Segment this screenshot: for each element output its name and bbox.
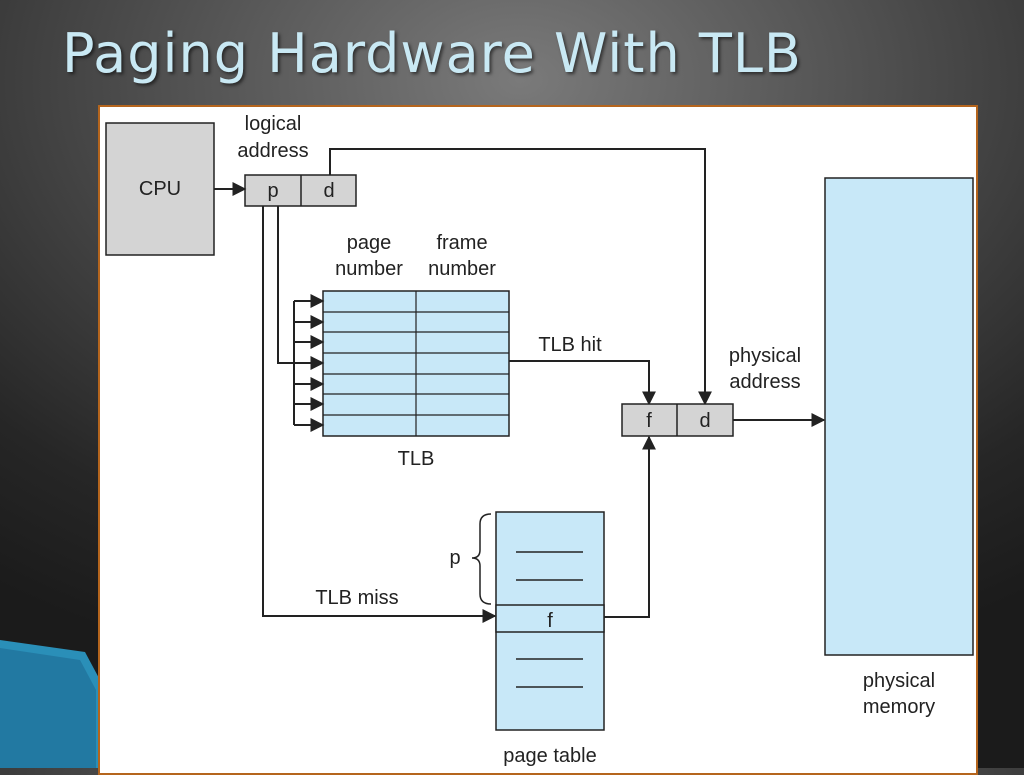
page-table-label: page table xyxy=(503,745,596,767)
page-table-p: p xyxy=(449,547,460,569)
tlb-hit-arrow xyxy=(509,360,656,406)
physical-address-label-line1: physical xyxy=(729,345,801,367)
page-table xyxy=(495,511,605,731)
page-brace xyxy=(471,513,492,605)
logical-address-label-line2: address xyxy=(237,140,308,162)
tlb-hit-label: TLB hit xyxy=(538,334,602,356)
diagram-frame: CPU logical address p d page number fram… xyxy=(98,105,978,775)
cpu-box xyxy=(105,122,215,256)
paging-diagram: CPU logical address p d page number fram… xyxy=(105,113,974,767)
frame-number-label-line1: frame xyxy=(436,232,487,254)
tlb-table xyxy=(322,290,510,437)
tlb-miss-arrow xyxy=(262,206,497,623)
physical-address-label-line2: address xyxy=(729,371,800,393)
frame-number-label-line2: number xyxy=(428,258,496,280)
logical-address-label-line1: logical xyxy=(245,113,302,135)
page-number-label-line2: number xyxy=(335,258,403,280)
page-table-f: f xyxy=(547,610,553,632)
physical-f: f xyxy=(646,410,652,432)
physical-memory-label-line1: physical xyxy=(863,670,935,692)
logical-d: d xyxy=(323,180,334,202)
offset-line xyxy=(329,148,712,406)
logical-p: p xyxy=(267,180,278,202)
physical-memory-box xyxy=(824,177,974,656)
page-number-label-line1: page xyxy=(347,232,392,254)
tlb-label: TLB xyxy=(398,448,435,470)
cpu-label: CPU xyxy=(139,178,181,200)
slide-title: Paging Hardware With TLB xyxy=(62,22,802,85)
tlb-lookup-arrows xyxy=(277,206,325,432)
page-table-to-physical-arrow xyxy=(604,435,656,618)
physical-d: d xyxy=(699,410,710,432)
tlb-miss-label: TLB miss xyxy=(315,587,398,609)
physical-memory-label-line2: memory xyxy=(863,696,935,718)
